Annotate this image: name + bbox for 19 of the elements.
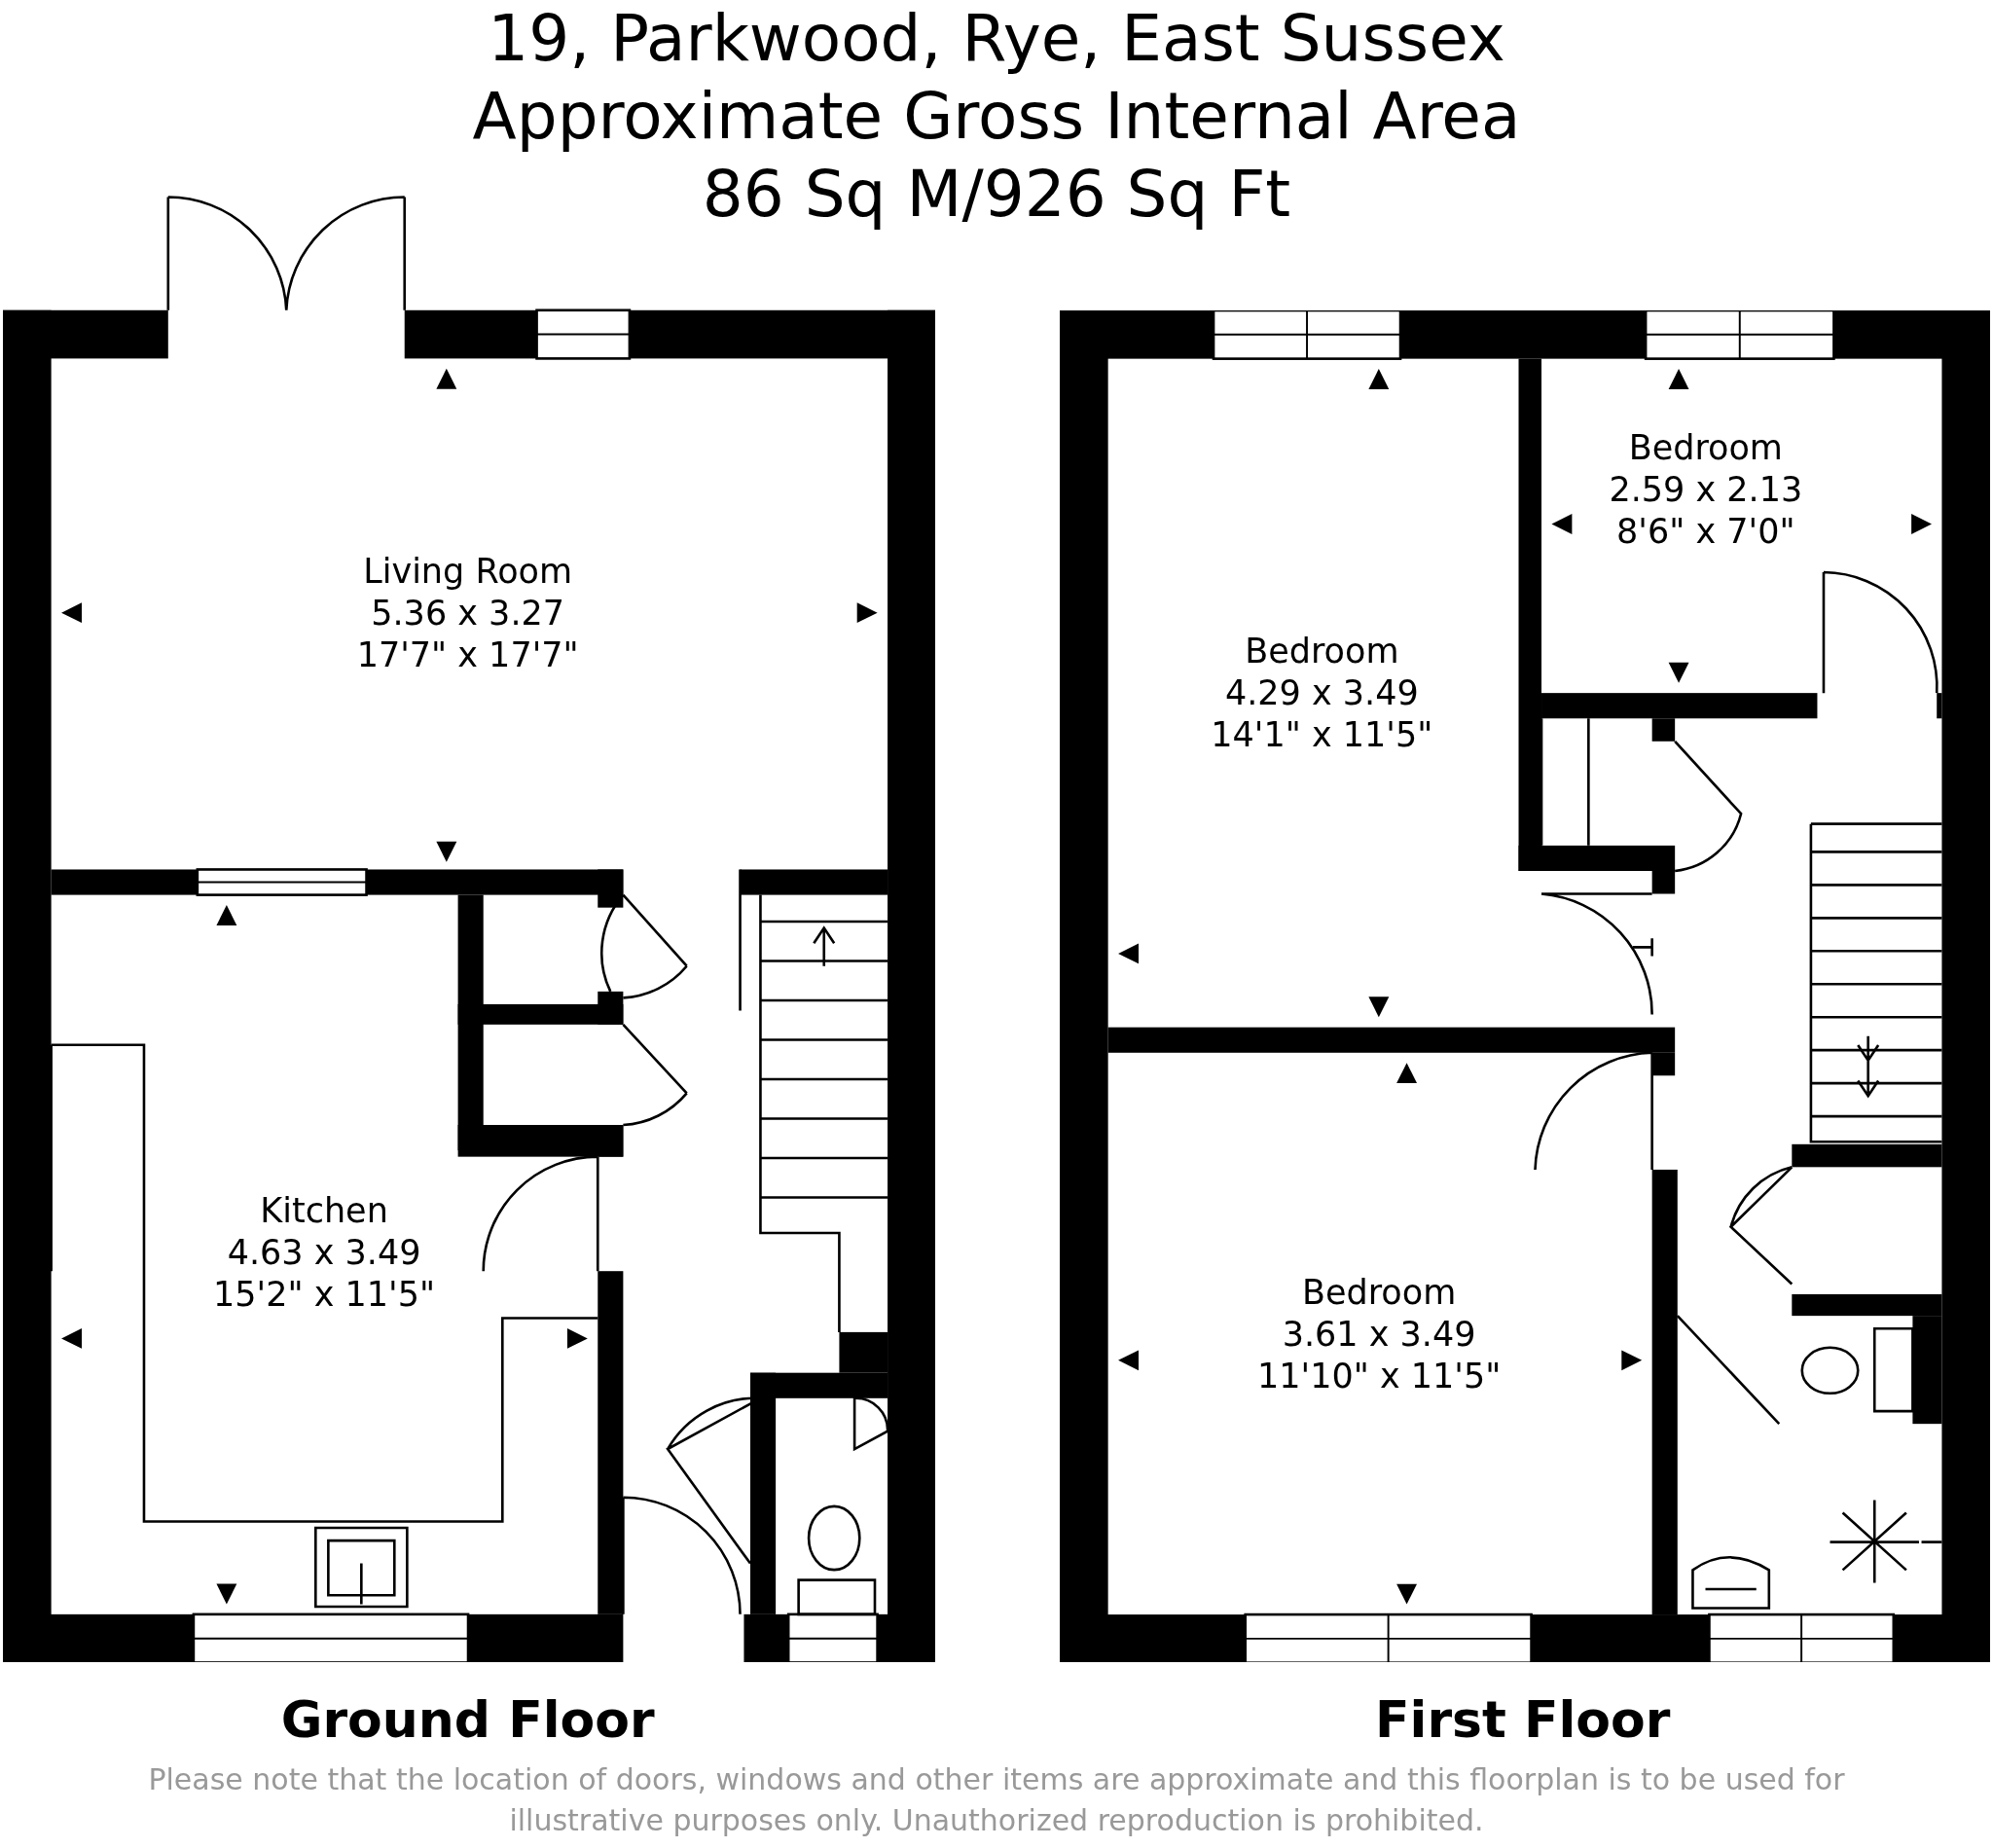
room-name: Bedroom xyxy=(1300,1271,1458,1314)
room-imperial-size: 8'6" x 7'0" xyxy=(1615,510,1796,553)
room-imperial-size: 17'7" x 17'7" xyxy=(356,634,579,676)
room-name: Kitchen xyxy=(259,1189,389,1231)
floor-heading: Ground Floor xyxy=(280,1690,655,1750)
room-metric-size: 5.36 x 3.27 xyxy=(370,592,566,634)
room-imperial-size: 14'1" x 11'5" xyxy=(1211,713,1433,756)
floor-heading: First Floor xyxy=(1375,1690,1671,1750)
room-metric-size: 2.59 x 2.13 xyxy=(1609,468,1803,511)
disclaimer-note: Please note that the location of doors, windows and other items are approximate and this floorplan is to be used for illustrative purposes only. Unauthorized reproduction is prohibited. xyxy=(147,1761,1846,1839)
room-name: Bedroom xyxy=(1244,630,1400,672)
room-name: Bedroom xyxy=(1627,426,1784,469)
room-metric-size: 4.63 x 3.49 xyxy=(226,1231,422,1273)
room-imperial-size: 11'10" x 11'5" xyxy=(1257,1355,1502,1397)
plan-title: 19, Parkwood, Rye, East Sussex Approximate Gross Internal Area 86 Sq M/926 Sq Ft xyxy=(471,0,1522,234)
room-metric-size: 3.61 x 3.49 xyxy=(1281,1313,1477,1356)
room-imperial-size: 15'2" x 11'5" xyxy=(213,1273,436,1315)
room-metric-size: 4.29 x 3.49 xyxy=(1223,671,1420,714)
room-name: Living Room xyxy=(362,550,574,593)
